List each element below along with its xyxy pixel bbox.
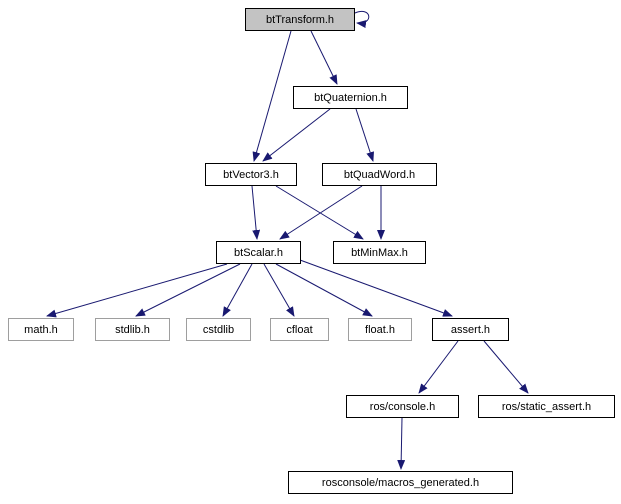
edge-btvector3-btminmax xyxy=(275,185,364,240)
edge-bttransform-self xyxy=(354,11,370,29)
node-label: stdlib.h xyxy=(115,323,150,336)
edge-bttransform-btquaternion xyxy=(310,30,338,85)
node-assert-h[interactable]: assert.h xyxy=(432,318,509,341)
edge-rosconsole-macrosgenerated xyxy=(397,417,406,470)
edge-btvector3-btscalar xyxy=(251,185,261,240)
node-btvector3-h[interactable]: btVector3.h xyxy=(205,163,297,186)
node-btscalar-h[interactable]: btScalar.h xyxy=(216,241,301,264)
node-math-h: math.h xyxy=(8,318,74,341)
edge-btscalar-assert xyxy=(299,259,453,317)
edge-btscalar-math xyxy=(46,263,228,318)
edge-btscalar-float xyxy=(275,263,373,317)
node-ros-console-h[interactable]: ros/console.h xyxy=(346,395,459,418)
node-btquadword-h[interactable]: btQuadWord.h xyxy=(322,163,437,186)
node-label: ros/console.h xyxy=(369,400,436,413)
edge-assert-rosstaticassert xyxy=(483,340,529,394)
edge-btscalar-cfloat xyxy=(263,263,295,317)
node-label: float.h xyxy=(365,323,395,336)
node-label: btScalar.h xyxy=(234,246,283,259)
node-cstdlib: cstdlib xyxy=(186,318,251,341)
node-ros-static-assert-h[interactable]: ros/static_assert.h xyxy=(478,395,615,418)
edge-assert-rosconsole xyxy=(418,340,459,394)
node-label: btTransform.h xyxy=(265,13,335,26)
node-label: ros/static_assert.h xyxy=(501,400,592,413)
node-label: btMinMax.h xyxy=(351,246,408,259)
node-cfloat: cfloat xyxy=(270,318,329,341)
node-bttransform-h: btTransform.h xyxy=(245,8,355,31)
node-label: cstdlib xyxy=(202,323,235,336)
edge-bttransform-btvector3 xyxy=(252,30,292,162)
node-label: btQuaternion.h xyxy=(314,91,387,104)
node-label: math.h xyxy=(24,323,58,336)
edge-btscalar-stdlib xyxy=(135,263,241,317)
node-label: cfloat xyxy=(286,323,313,336)
edge-btquaternion-btquadword xyxy=(355,108,375,162)
edge-btquaternion-btvector3 xyxy=(262,108,331,162)
node-btquaternion-h[interactable]: btQuaternion.h xyxy=(293,86,408,109)
node-rosconsole-macros-generated-h[interactable]: rosconsole/macros_generated.h xyxy=(288,471,513,494)
node-btminmax-h[interactable]: btMinMax.h xyxy=(333,241,426,264)
node-label: btVector3.h xyxy=(223,168,279,181)
node-label: assert.h xyxy=(450,323,491,336)
edge-btquadword-btscalar xyxy=(279,185,363,240)
node-label: btQuadWord.h xyxy=(343,168,416,181)
edge-btscalar-cstdlib xyxy=(222,263,253,317)
node-stdlib-h: stdlib.h xyxy=(95,318,170,341)
node-float-h: float.h xyxy=(348,318,412,341)
node-label: rosconsole/macros_generated.h xyxy=(321,476,480,489)
